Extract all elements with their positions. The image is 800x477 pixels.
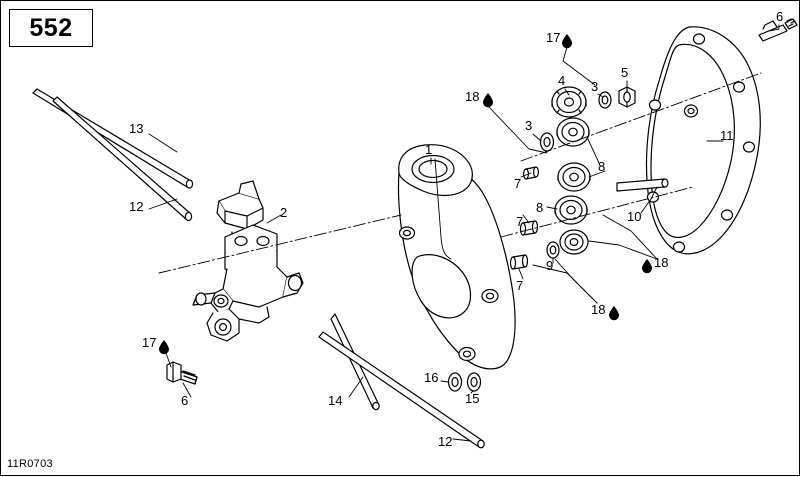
gear-mid [557,162,591,192]
center-axis-lines [158,72,762,274]
title-box: 552 [9,9,93,47]
callout-17-left: 17 [142,335,157,350]
model-number: 552 [29,13,73,42]
callout-12-upper: 12 [129,199,144,214]
callout-8-lower: 8 [536,200,544,215]
callout-11: 11 [720,128,734,143]
callout-4: 4 [558,73,566,88]
oil-drop-icon [642,259,652,274]
callout-2: 2 [280,205,288,220]
bolt-6-upper-right [758,18,798,42]
callout-3-left: 3 [525,118,533,133]
callout-17-top: 17 [546,30,561,45]
callout-18-top: 18 [465,89,480,104]
bolt-6-lower-left [166,361,198,385]
callout-13: 13 [129,121,144,136]
callout-18-mid: 18 [591,302,606,317]
washer-16 [447,372,463,392]
rod-12-upper [52,96,193,222]
washer-3-right [598,91,612,109]
callout-7-mid: 7 [516,214,524,229]
gear-large-top [551,86,587,118]
shaft-10 [616,178,669,192]
callout-6-left: 6 [181,393,189,408]
gear-bottom [559,229,589,255]
pin-7-lower [509,254,529,270]
nut-5 [618,86,636,108]
gear-mid-upper [556,117,590,147]
callout-6-right: 6 [776,9,784,24]
callout-16: 16 [424,370,439,385]
callout-5: 5 [621,65,629,80]
oil-drop-icon [159,340,169,355]
callout-18-right: 18 [654,255,669,270]
callout-7-lower: 7 [516,278,524,293]
oil-drop-icon [562,34,572,49]
drawing-code: 11R0703 [7,458,53,470]
callout-15: 15 [465,391,480,406]
rod-12-lower [318,331,485,449]
oil-drop-icon [483,93,493,108]
leader-lines [148,24,780,442]
callout-14: 14 [328,393,343,408]
callout-12-lower: 12 [438,434,453,449]
callout-8-upper: 8 [598,159,606,174]
callout-3-right: 3 [591,79,599,94]
washer-15 [466,372,482,392]
callout-9: 9 [546,258,554,273]
oil-drop-icon [609,306,619,321]
oil-pump-assembly [192,180,304,342]
callout-7-upper: 7 [514,176,522,191]
callout-10: 10 [627,209,642,224]
callout-1: 1 [425,142,433,157]
